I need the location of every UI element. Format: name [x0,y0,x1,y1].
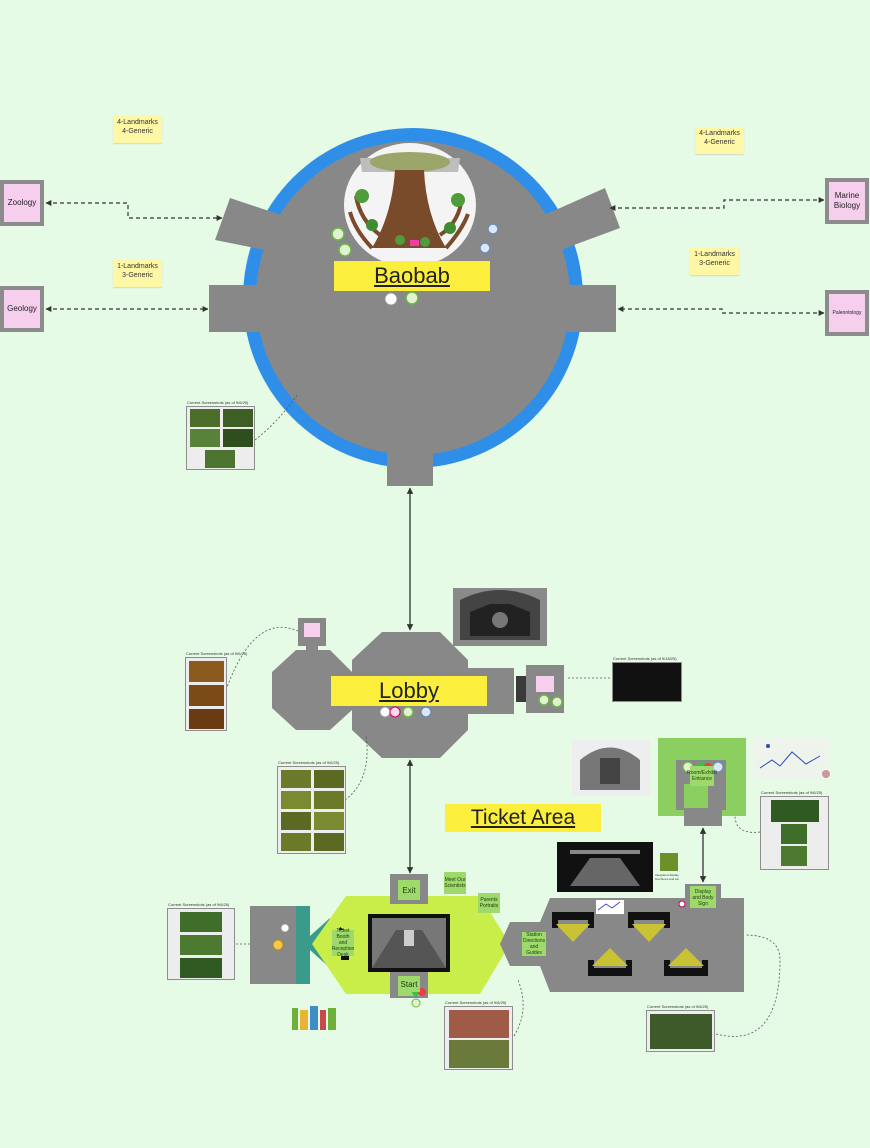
lobby-sketch-image [453,588,547,646]
ticket-bottom-screenshots-card[interactable]: Current Screenshots (as of 9/6/25) [444,1000,513,1070]
baobab-room[interactable] [209,128,620,486]
baobab-exit-corridor [387,440,433,486]
lobby-lower-caption: Current Screenshots (as of 9/6/25) [278,760,340,765]
sketch-image-right [572,740,650,796]
display-body-sign-note: Display and Body Sign [690,888,716,908]
room-entrance-note: Room/Exhibit Entrance [687,766,717,786]
paleontology-exhibit[interactable]: Paleontology [825,290,869,336]
ticket-area-title: Ticket Area [445,804,601,832]
paleo-count-note: 1-Landmarks 3-Generic [690,248,739,275]
lobby-icon-c [402,706,414,718]
side-room-screenshots-card[interactable]: Current Screenshots (as of 9/6/25) [760,790,829,870]
geology-count-note: 1-Landmarks 3-Generic [113,260,162,287]
lobby-right-screenshot-card[interactable]: Current Screenshots (as of 9/18/25) [612,656,682,702]
exit-label[interactable]: Exit [398,880,420,900]
lobby-east-door [516,676,526,702]
integrated-display-text: Integrated display, brochures and etc [655,873,680,881]
lobby-left-caption: Current Screenshots (as of 9/6/25) [186,651,248,656]
baobab-connections [45,197,825,316]
ticket-right-screenshot-card[interactable]: Current Screenshots (as of 9/6/25) [646,1004,715,1052]
ticket-small-thumb [660,853,678,871]
ticket-room-photo [557,842,653,892]
ticket-left-caption: Current Screenshots (as of 9/6/25) [168,902,230,907]
geology-exhibit[interactable]: Geology [0,286,44,332]
ticket-booth-note: Ticket Booth and Reception Desk [331,928,355,958]
lobby-south-door [392,746,428,758]
parents-portraits-note: Parents Portraits [478,893,500,913]
lobby-lower-screenshots-card[interactable]: Current Screenshots (as of 9/6/25) [277,760,346,854]
ticket-left-screenshots-card[interactable]: Current Screenshots (as of 9/6/25) [167,902,235,980]
blueprint-map-image [754,738,830,780]
lobby-east-room-note [536,676,554,692]
main-connectors [406,487,707,883]
ticket-bottom-caption: Current Screenshots (as of 9/6/25) [445,1000,507,1005]
baobab-screenshots-caption: Current Screenshots (as of 9/6/25) [187,400,249,405]
lobby-icon-a [379,706,391,718]
lobby-left-screenshots-card[interactable]: Current Screenshots (as of 9/6/25) [185,651,247,731]
baobab-title: Baobab [334,261,490,291]
lobby-title: Lobby [331,676,487,706]
zoology-exhibit[interactable]: Zoology [0,180,44,226]
ticket-teal-wall [296,906,310,984]
baobab-icons [331,223,499,306]
lobby-west-wing [272,650,352,730]
lobby-icon-b [389,706,401,718]
zoology-count-note: 4-Landmarks 4-Generic [113,116,162,143]
marine-biology-exhibit[interactable]: Marine Biology [825,178,869,224]
decorative-pixel-art [292,1006,336,1030]
marine-count-note: 4-Landmarks 4-Generic [695,127,744,154]
lobby-icon-d [420,706,432,718]
start-label[interactable]: Start [398,976,420,992]
ticket-benches [552,912,708,976]
side-room-caption: Current Screenshots (as of 9/6/25) [761,790,823,795]
lobby-right-caption: Current Screenshots (as of 9/18/25) [613,656,677,661]
baobab-screenshots-card[interactable]: Current Screenshots (as of 9/6/25) [186,400,255,470]
baobab-wing-nw [215,198,320,258]
baobab-tree-image [344,143,476,267]
station-directions-note: Station Directions and Guides [522,932,546,956]
meet-scientists-note: Meet Our Scientists [444,872,466,894]
baobab-wing-ne [515,188,620,262]
screenshot-leaders [225,394,781,1037]
lobby-alcove-note [304,623,320,637]
ticket-right-caption: Current Screenshots (as of 9/6/25) [647,1004,709,1009]
